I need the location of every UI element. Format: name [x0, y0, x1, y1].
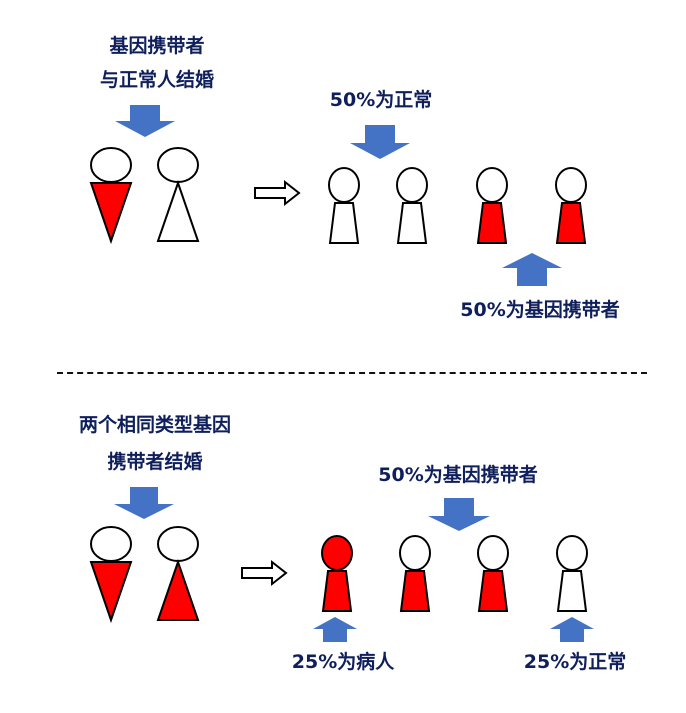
up-arrow-icon — [550, 617, 594, 642]
section-divider — [57, 372, 647, 374]
top-label-carrier: 50%为基因携带者 — [460, 299, 620, 321]
child-carrier — [477, 535, 509, 612]
parent-female-carrier — [89, 147, 133, 245]
parent-female-carrier — [89, 526, 133, 624]
top-title-line1: 基因携带者 — [109, 35, 205, 57]
parent-male-normal — [156, 147, 200, 242]
down-arrow-icon — [350, 125, 410, 159]
up-arrow-icon — [313, 617, 357, 642]
bottom-label-carrier: 50%为基因携带者 — [378, 464, 538, 486]
down-arrow-icon — [114, 487, 174, 519]
top-title-line2: 与正常人结婚 — [99, 69, 214, 91]
down-arrow-icon — [428, 498, 490, 531]
parent-male-carrier — [156, 526, 200, 621]
child-carrier — [555, 167, 587, 244]
bottom-title-line2: 携带者结婚 — [107, 451, 203, 473]
up-arrow-icon — [502, 253, 562, 286]
child-carrier — [399, 535, 431, 612]
bottom-label-normal: 25%为正常 — [523, 651, 627, 673]
hollow-right-arrow-icon — [254, 179, 301, 207]
top-label-normal: 50%为正常 — [329, 89, 433, 111]
bottom-title-line1: 两个相同类型基因 — [78, 414, 231, 436]
child-carrier — [476, 167, 508, 244]
child-normal — [556, 535, 588, 612]
child-normal — [328, 167, 360, 244]
hollow-right-arrow-icon — [241, 559, 288, 587]
bottom-label-affected: 25%为病人 — [291, 651, 395, 673]
child-normal — [396, 167, 428, 244]
child-affected — [321, 535, 353, 612]
down-arrow-icon — [115, 105, 175, 137]
